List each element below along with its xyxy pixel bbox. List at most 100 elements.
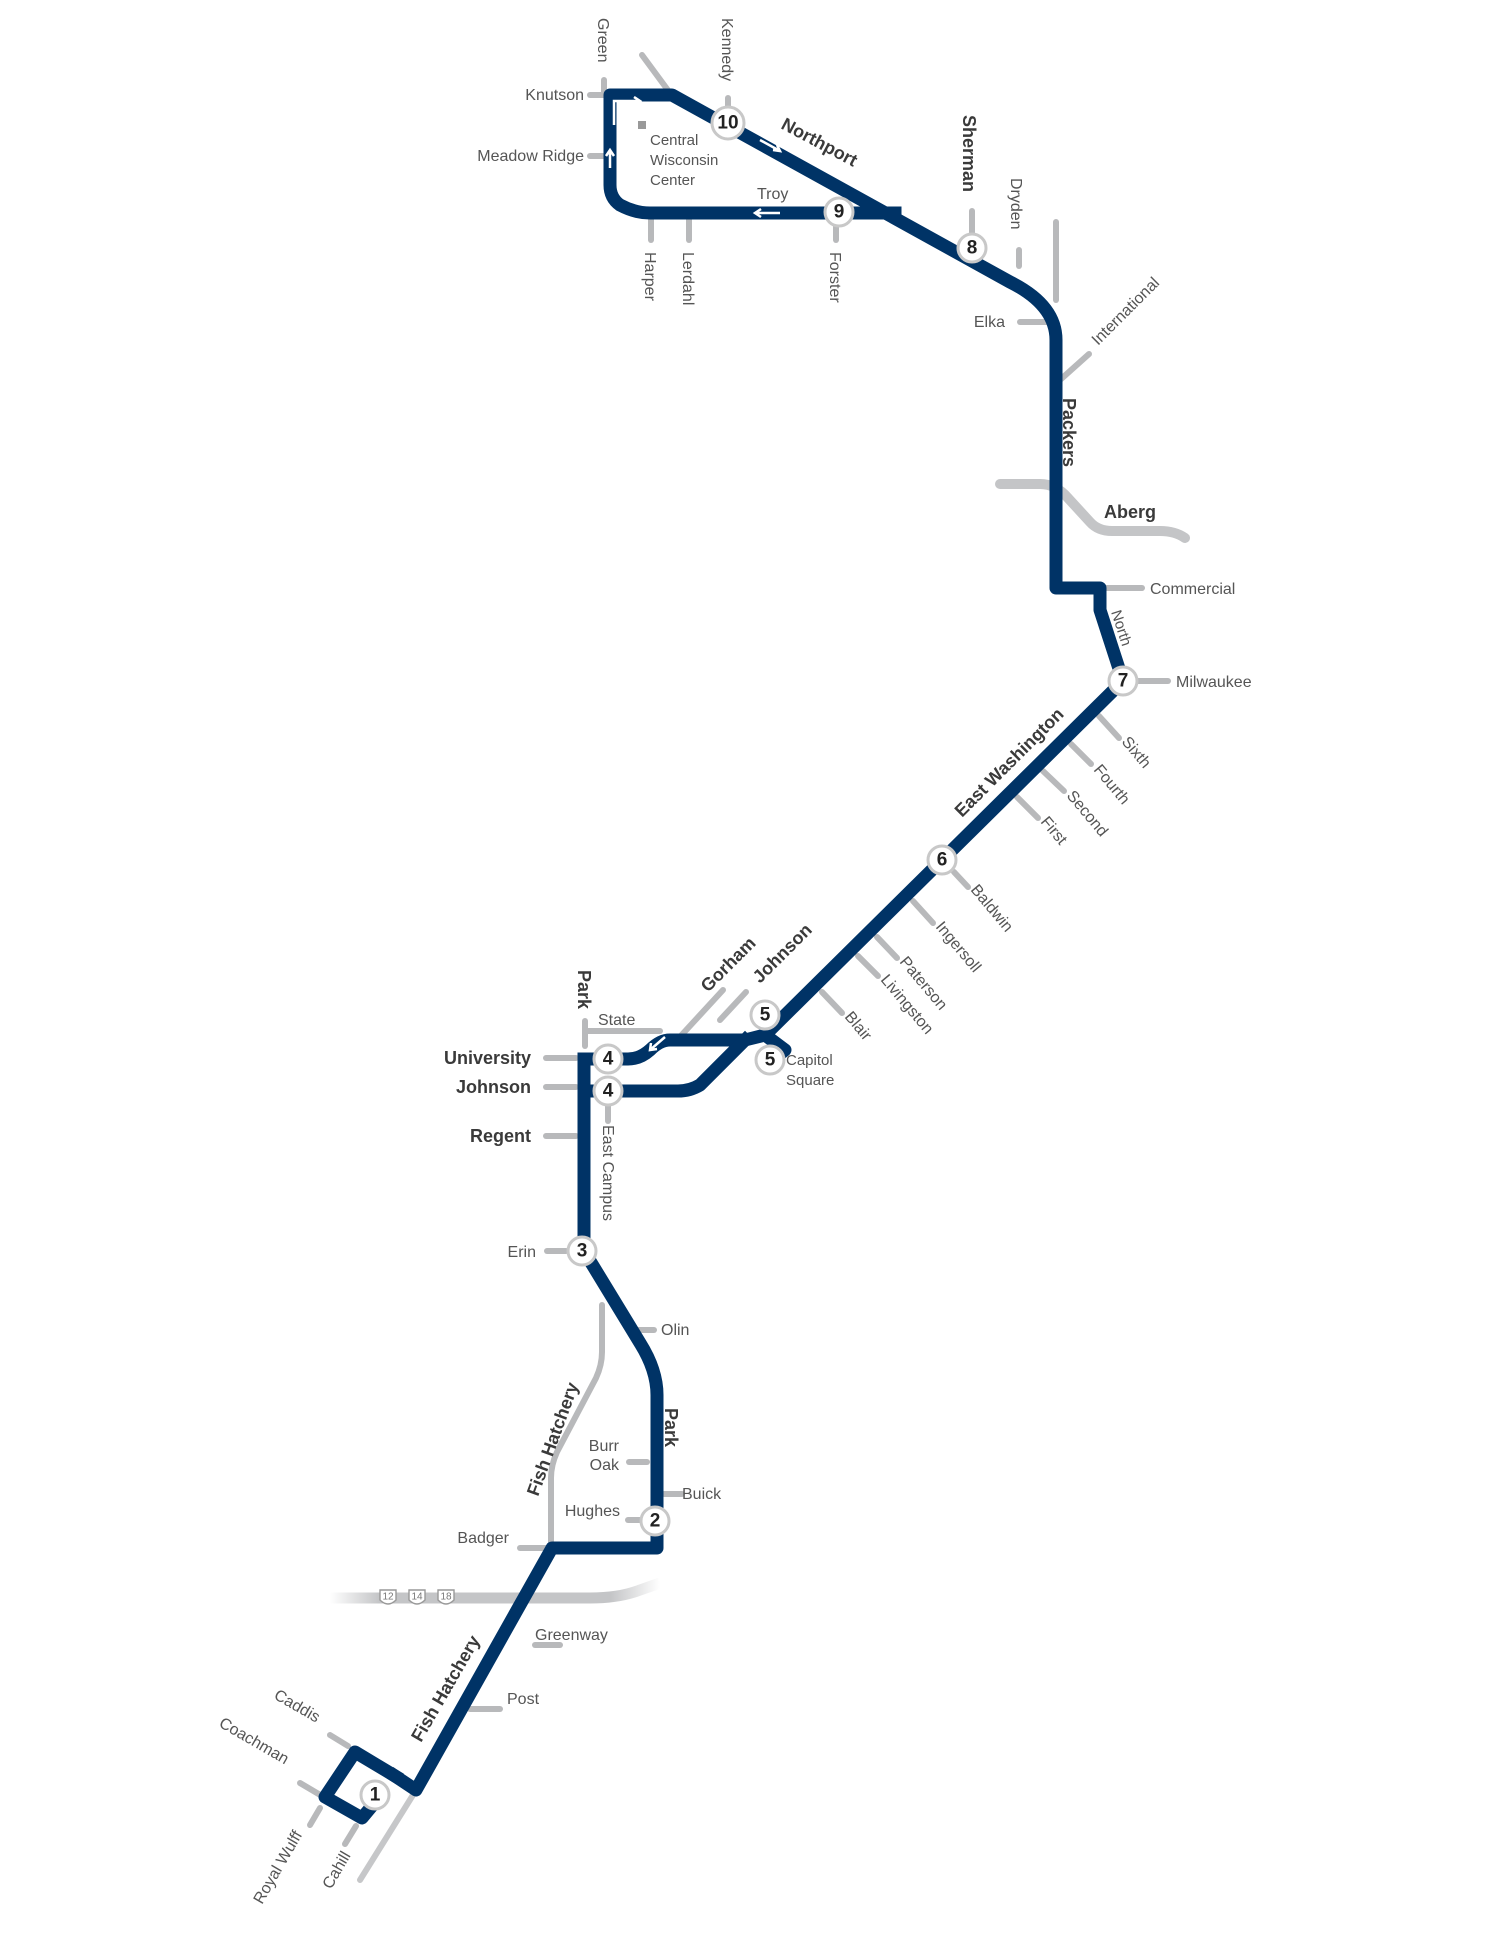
- svg-text:5: 5: [760, 1005, 771, 1026]
- svg-text:10: 10: [717, 113, 738, 134]
- label-second: Second: [1063, 788, 1111, 840]
- road-gorham: [674, 987, 726, 1043]
- road-first: [1014, 794, 1041, 821]
- street-labels: Green Kennedy Knutson Meadow Ridge Troy …: [216, 18, 1252, 1907]
- road-royal-wulff: [307, 1805, 323, 1828]
- road-coachman: [297, 1780, 325, 1799]
- label-hughes: Hughes: [565, 1503, 620, 1520]
- label-knutson: Knutson: [525, 87, 584, 104]
- road-johnson-diag: [717, 989, 749, 1023]
- label-square: Square: [786, 1072, 834, 1089]
- road-baldwin: [951, 869, 971, 890]
- stop-marker[interactable]: 5: [754, 1044, 786, 1076]
- label-olin: Olin: [661, 1322, 689, 1339]
- road-beltline: [330, 1577, 662, 1604]
- road-aberg: [995, 479, 1190, 543]
- landmark-label-2: Wisconsin: [650, 152, 718, 169]
- stop-marker[interactable]: 4: [592, 1075, 624, 1107]
- label-gorham: Gorham: [697, 933, 760, 996]
- label-park-south: Park: [661, 1408, 681, 1448]
- stop-marker[interactable]: 10: [710, 105, 746, 141]
- road-blair: [819, 989, 845, 1016]
- label-aberg: Aberg: [1104, 502, 1156, 522]
- label-kennedy: Kennedy: [718, 18, 735, 81]
- label-coachman: Coachman: [216, 1715, 292, 1768]
- stop-marker[interactable]: 1: [359, 1779, 391, 1811]
- label-sixth: Sixth: [1118, 734, 1154, 772]
- label-capitol: Capitol: [786, 1052, 833, 1069]
- road-sixth: [1096, 713, 1122, 741]
- label-troy: Troy: [757, 186, 788, 203]
- label-east-washington: East Washington: [951, 704, 1068, 821]
- stop-marker[interactable]: 8: [956, 232, 988, 264]
- svg-text:7: 7: [1118, 671, 1129, 692]
- road-second: [1040, 768, 1067, 794]
- label-badger: Badger: [457, 1530, 509, 1547]
- stop-marker[interactable]: 5: [749, 999, 781, 1031]
- svg-text:3: 3: [577, 1241, 588, 1262]
- label-dryden: Dryden: [1007, 178, 1024, 230]
- us-highway-shield-icon: [437, 1589, 455, 1605]
- stop-marker[interactable]: 2: [639, 1505, 671, 1537]
- label-baldwin: Baldwin: [967, 882, 1016, 936]
- svg-text:9: 9: [834, 202, 845, 223]
- label-greenway: Greenway: [535, 1627, 608, 1644]
- stop-marker[interactable]: 6: [926, 844, 958, 876]
- svg-text:4: 4: [603, 1049, 614, 1070]
- label-johnson-diag: Johnson: [749, 920, 816, 987]
- label-fourth: Fourth: [1090, 762, 1133, 808]
- label-meadow-ridge: Meadow Ridge: [477, 148, 584, 165]
- roads: [297, 52, 1190, 1883]
- label-post: Post: [507, 1691, 540, 1708]
- label-buick: Buick: [682, 1486, 722, 1503]
- label-green: Green: [594, 18, 611, 62]
- road-northport-ext: [639, 52, 673, 96]
- svg-text:1: 1: [370, 1785, 381, 1806]
- label-harper: Harper: [641, 252, 658, 302]
- label-caddis: Caddis: [271, 1687, 323, 1727]
- road-fish-hatchery-north: [548, 1302, 605, 1551]
- us-highway-shield-icon: [379, 1589, 397, 1605]
- label-burr: Burr: [589, 1438, 620, 1455]
- label-lerdahl: Lerdahl: [679, 252, 696, 305]
- label-erin: Erin: [508, 1244, 536, 1261]
- road-fourth: [1068, 741, 1094, 767]
- road-international: [1057, 351, 1092, 383]
- shield-label: 18: [440, 1592, 452, 1603]
- stop-marker[interactable]: 9: [823, 196, 855, 228]
- road-caddis: [327, 1732, 351, 1749]
- label-commercial: Commercial: [1150, 581, 1235, 598]
- landmark-marker-icon: [638, 121, 646, 129]
- label-international: International: [1089, 275, 1163, 349]
- svg-text:6: 6: [937, 850, 948, 871]
- label-university: University: [444, 1048, 531, 1068]
- road-ingersoll: [910, 898, 936, 926]
- label-ingersoll: Ingersoll: [932, 919, 984, 976]
- svg-text:4: 4: [603, 1081, 614, 1102]
- stop-marker[interactable]: 7: [1107, 665, 1139, 697]
- shield-label: 14: [411, 1592, 423, 1603]
- label-first: First: [1037, 814, 1070, 849]
- svg-text:8: 8: [967, 238, 978, 259]
- label-royal-wulff: Royal Wulff: [251, 1828, 307, 1907]
- label-johnson: Johnson: [456, 1077, 531, 1097]
- svg-text:2: 2: [650, 1511, 661, 1532]
- highway-shields: 12 14 18: [379, 1589, 455, 1605]
- label-packers: Packers: [1059, 398, 1079, 467]
- landmark-label-1: Central: [650, 132, 698, 149]
- label-state: State: [598, 1012, 635, 1029]
- label-regent: Regent: [470, 1126, 531, 1146]
- label-forster: Forster: [826, 252, 843, 303]
- road-fish-hatchery-south-ext: [357, 1792, 416, 1883]
- svg-text:5: 5: [765, 1050, 776, 1071]
- label-blair: Blair: [841, 1009, 875, 1045]
- road-cahill: [342, 1823, 359, 1847]
- stop-marker[interactable]: 4: [592, 1043, 624, 1075]
- road-livingston: [855, 953, 881, 979]
- stop-marker[interactable]: 3: [566, 1235, 598, 1267]
- label-cahill: Cahill: [320, 1849, 355, 1892]
- label-sherman: Sherman: [959, 115, 979, 192]
- stops: 1 2 3 4 4 5 5 6 7 8 9 10: [359, 105, 1139, 1811]
- shield-label: 12: [382, 1592, 394, 1603]
